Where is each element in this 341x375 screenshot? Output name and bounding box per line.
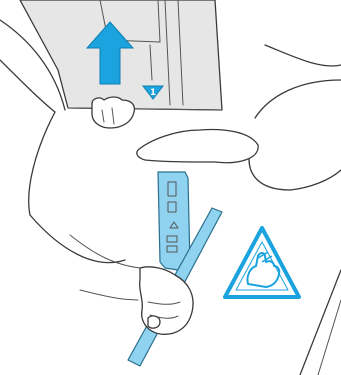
step-marker-number: 1 (150, 88, 156, 98)
lifted-panel (20, 0, 222, 110)
right-hand-on-table (137, 130, 258, 163)
left-hand-under-panel (92, 97, 134, 128)
pinch-hazard-warning-icon (225, 228, 299, 297)
